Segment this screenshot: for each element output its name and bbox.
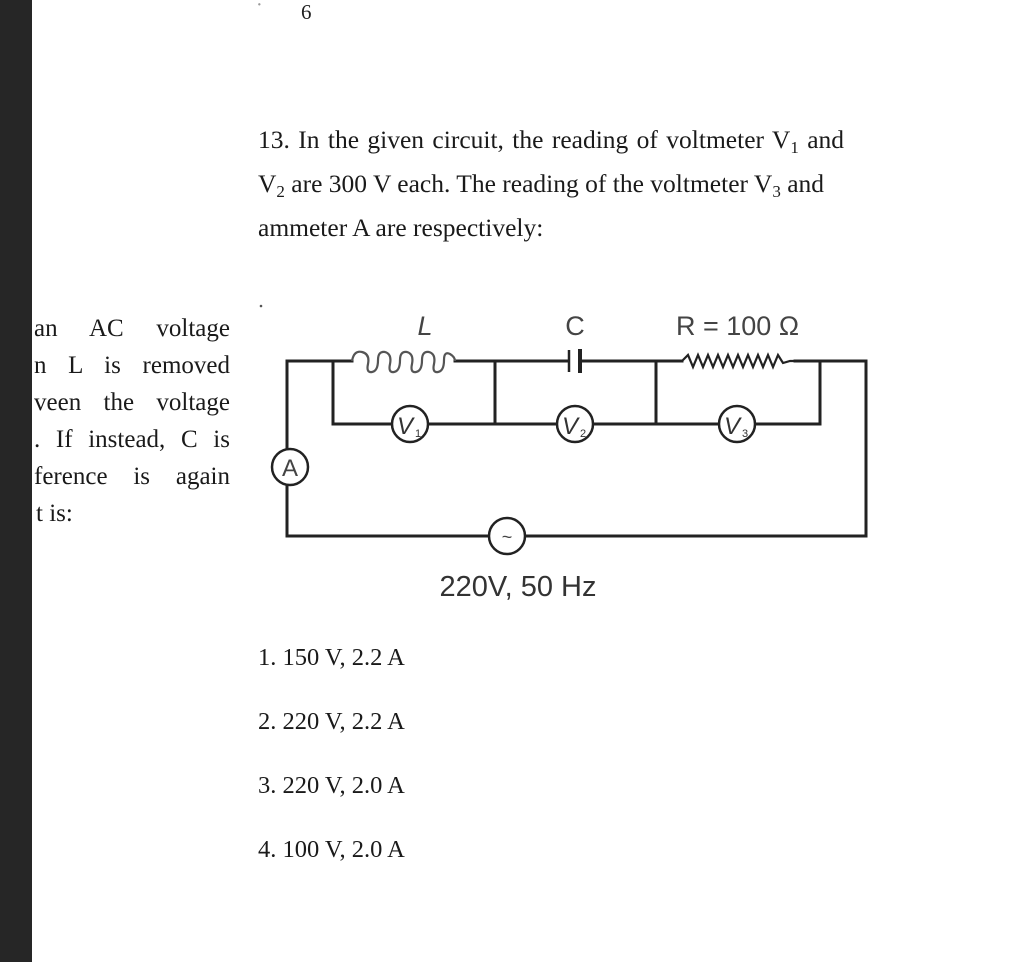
answer-option-3[interactable]: 3. 220 V, 2.0 A <box>258 772 405 799</box>
ac-source-icon: ~ <box>487 516 527 556</box>
page-number: 6 <box>301 0 312 24</box>
svg-text:1: 1 <box>415 428 421 440</box>
stray-dot <box>259 304 263 308</box>
svg-text:V: V <box>724 413 742 440</box>
capacitor-icon <box>567 349 582 373</box>
source-label: 220V, 50 Hz <box>440 571 597 603</box>
svg-text:2: 2 <box>580 428 586 440</box>
side-text-line: . If instead, C is <box>34 426 230 453</box>
ammeter-icon: A <box>270 447 310 487</box>
inductor-label: L <box>417 311 432 341</box>
question-line-2: V2 are 300 V each. The reading of the vo… <box>258 169 825 201</box>
page-number-prefix: · <box>256 0 263 16</box>
side-text-line: an AC voltage <box>34 315 230 342</box>
svg-text:3: 3 <box>742 428 748 440</box>
resistor-icon <box>681 352 795 370</box>
svg-text:V: V <box>397 413 415 440</box>
side-text-line: n L is removed <box>34 352 230 379</box>
question-text: 13. In the given circuit, the reading of… <box>258 118 958 250</box>
svg-text:~: ~ <box>502 527 513 547</box>
voltmeter-v3-icon: V 3 <box>717 404 757 444</box>
svg-text:A: A <box>282 455 298 482</box>
question-line-1: 13. In the given circuit, the reading of… <box>258 125 845 157</box>
voltmeter-v1-icon: V 1 <box>390 404 430 444</box>
inductor-icon <box>350 350 457 374</box>
left-dark-margin <box>0 0 32 962</box>
svg-text:V: V <box>562 413 580 440</box>
voltmeter-v2-icon: V 2 <box>555 404 595 444</box>
side-text-line: t is: <box>36 500 73 527</box>
question-line-3: ammeter A are respectively: <box>258 213 544 242</box>
side-text-line: veen the voltage <box>34 389 230 416</box>
answer-option-4[interactable]: 4. 100 V, 2.0 A <box>258 836 405 863</box>
answer-option-2[interactable]: 2. 220 V, 2.2 A <box>258 708 405 735</box>
side-text-line: ference is again <box>34 463 230 490</box>
circuit-wires <box>285 359 868 538</box>
resistor-label: R = 100 Ω <box>676 311 799 341</box>
answer-option-1[interactable]: 1. 150 V, 2.2 A <box>258 644 405 671</box>
capacitor-label: C <box>565 311 585 341</box>
previous-question-fragment: an AC voltage n L is removed veen the vo… <box>34 310 230 532</box>
